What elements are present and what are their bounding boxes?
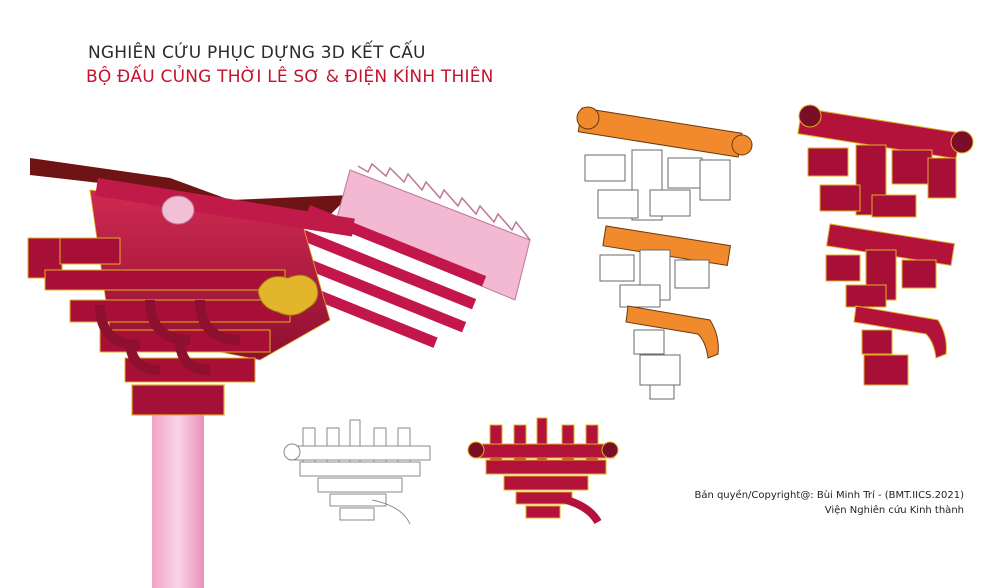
orange-curved-arm xyxy=(625,305,719,359)
elevation-colored xyxy=(467,417,619,525)
institute-line: Viện Nghiên cứu Kinh thành xyxy=(824,505,964,516)
perspective-render xyxy=(27,158,531,588)
copyright-line: Bản quyền/Copyright@: Bùi Minh Trí - (BM… xyxy=(694,490,964,501)
wire-blocks xyxy=(584,149,731,221)
red-scroll-left xyxy=(798,104,822,128)
red-blocks-low xyxy=(861,329,909,386)
exploded-colored xyxy=(797,104,974,386)
elevation-outline xyxy=(283,419,431,525)
title-line-1: NGHIÊN CỨU PHỤC DỰNG 3D KẾT CẤU xyxy=(88,43,426,63)
wire-blocks-low xyxy=(633,329,681,400)
top-purlin xyxy=(95,177,355,237)
red-scroll-right xyxy=(950,130,974,154)
roof-eave xyxy=(30,158,350,215)
scroll-end-left xyxy=(576,106,600,130)
purlin-end xyxy=(161,195,195,225)
column xyxy=(152,410,204,588)
exploded-wireframe xyxy=(576,106,753,400)
rafter-board xyxy=(334,169,531,301)
red-curved-arm xyxy=(853,305,947,359)
column-capital xyxy=(131,384,225,416)
dentils xyxy=(357,162,531,241)
curved-brackets xyxy=(95,299,241,375)
red-blocks xyxy=(807,144,957,218)
wire-blocks-mid xyxy=(599,249,710,308)
dragon-ornament xyxy=(257,274,319,316)
title-line-2: BỘ ĐẤU CỦNG THỜI LÊ SƠ & ĐIỆN KÍNH THIÊN xyxy=(86,67,494,87)
red-blocks-mid xyxy=(825,249,937,308)
copyright-credit: Bản quyền/Copyright@: Bùi Minh Trí - (BM… xyxy=(694,488,964,518)
scroll-end-right xyxy=(731,134,753,156)
